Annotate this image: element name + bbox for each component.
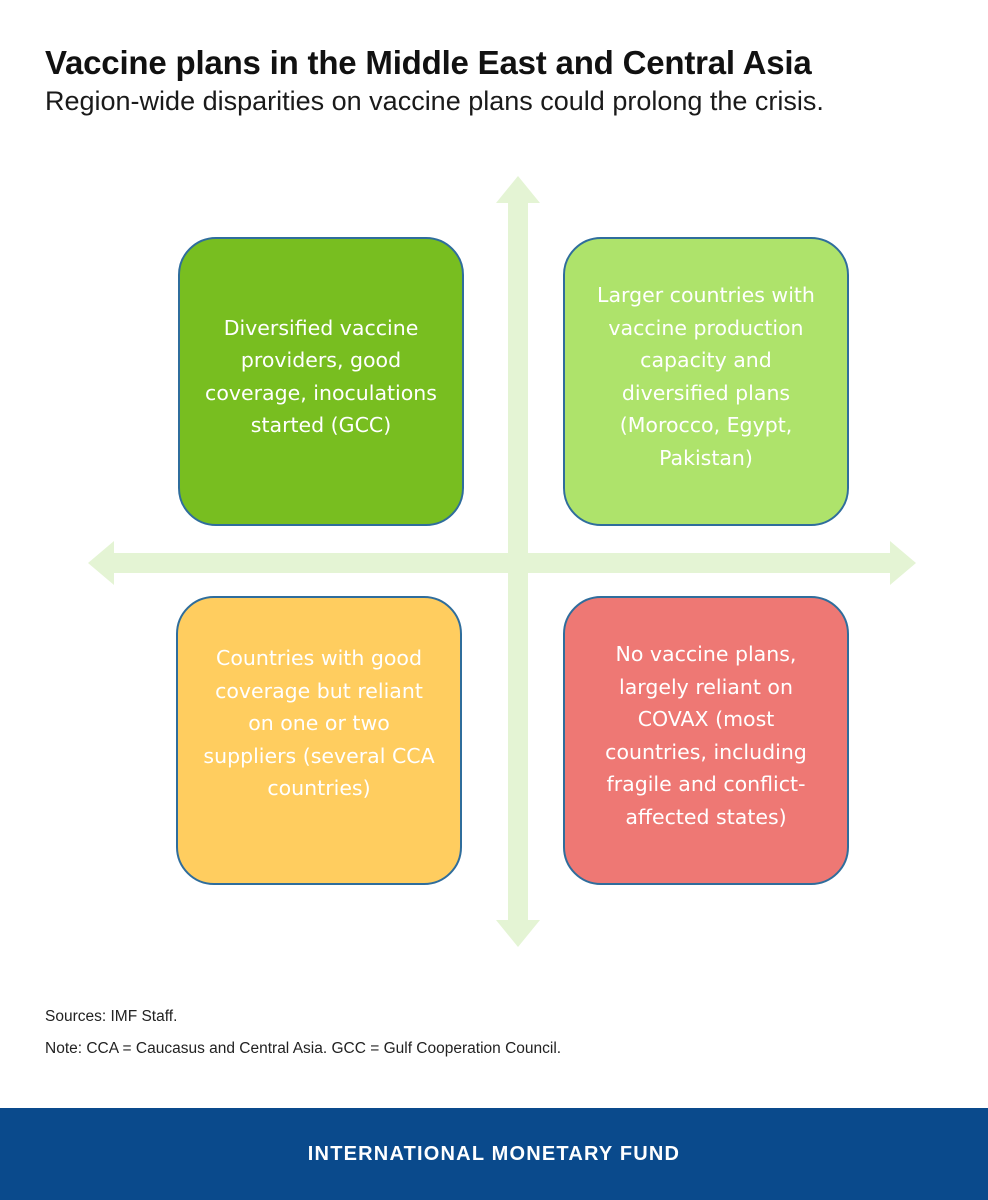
footer-banner: INTERNATIONAL MONETARY FUND xyxy=(0,1108,988,1200)
quadrant-bottom-right: No vaccine plans, largely reliant on COV… xyxy=(563,596,849,885)
quadrant-top-right-text: Larger countries with vaccine production… xyxy=(597,283,815,470)
organization-name: INTERNATIONAL MONETARY FUND xyxy=(307,1142,681,1165)
quadrant-top-left: Diversified vaccine providers, good cove… xyxy=(178,237,464,526)
quadrant-bottom-right-text: No vaccine plans, largely reliant on COV… xyxy=(605,642,807,829)
page-subtitle: Region-wide disparities on vaccine plans… xyxy=(45,86,824,116)
quadrant-top-right: Larger countries with vaccine production… xyxy=(563,237,849,526)
quadrant-bottom-left: Countries with good coverage but reliant… xyxy=(176,596,462,885)
horizontal-axis-arrow xyxy=(88,541,916,585)
quadrant-top-left-text: Diversified vaccine providers, good cove… xyxy=(205,315,437,438)
page-title: Vaccine plans in the Middle East and Cen… xyxy=(45,44,812,81)
sources-footnote: Sources: IMF Staff. xyxy=(45,1008,178,1025)
abbreviations-note: Note: CCA = Caucasus and Central Asia. G… xyxy=(45,1040,562,1057)
quadrant-bottom-left-text: Countries with good coverage but reliant… xyxy=(203,646,435,801)
